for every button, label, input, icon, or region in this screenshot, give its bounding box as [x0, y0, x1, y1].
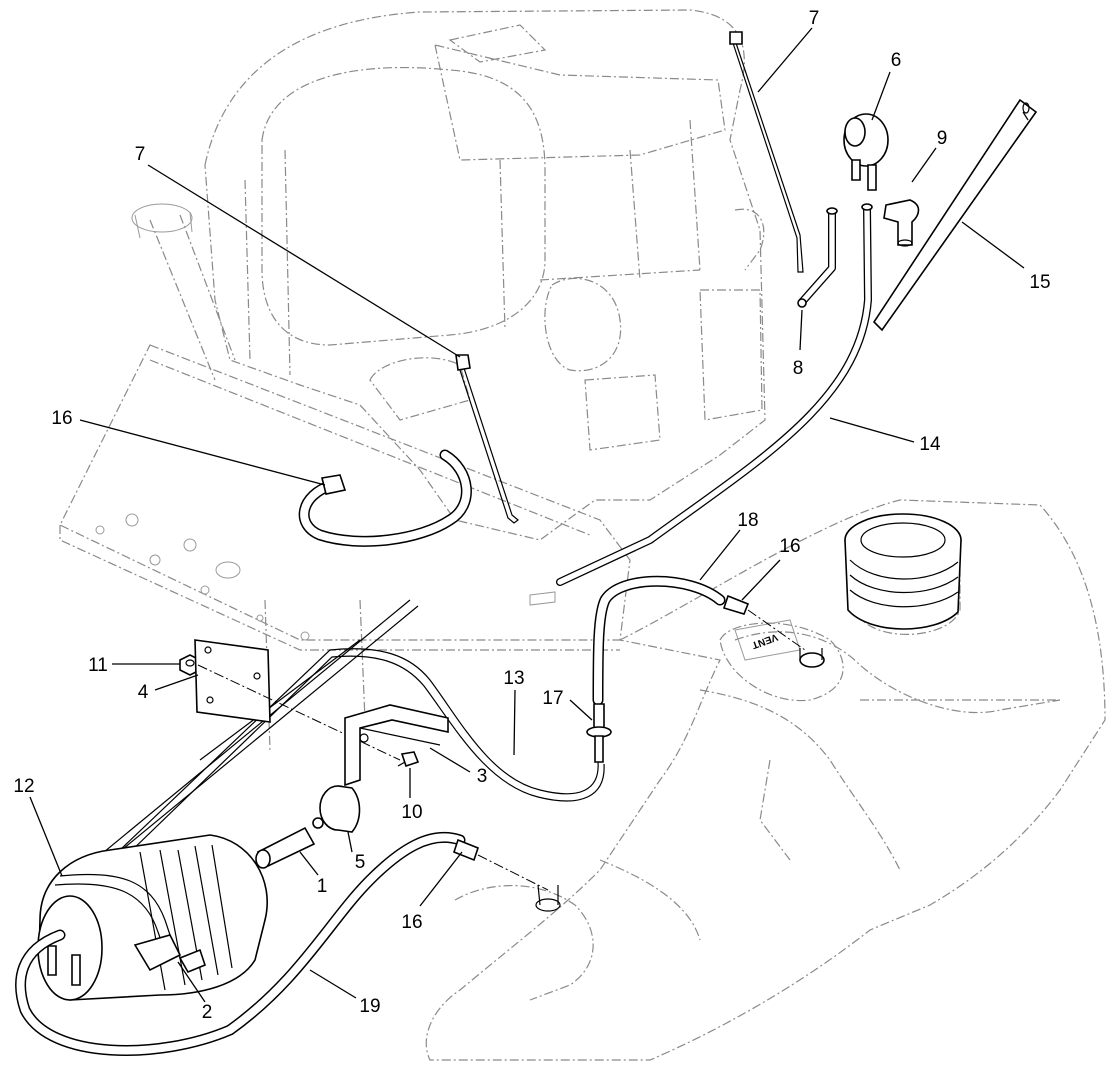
- callout-19: 19: [359, 996, 380, 1017]
- callout-16-mid: 16: [779, 536, 800, 557]
- callout-15: 15: [1029, 272, 1050, 293]
- tank-port-upper: [747, 609, 825, 668]
- charcoal-canister: [37, 834, 268, 1001]
- hose-long: [556, 203, 873, 586]
- callout-3: 3: [477, 766, 488, 787]
- callout-6: 6: [891, 50, 902, 71]
- callout-11: 11: [88, 655, 108, 676]
- engine-outline: [131, 9, 766, 751]
- callout-1: 1: [317, 876, 328, 897]
- fitting-17: [586, 703, 612, 763]
- adapter-tube: [255, 826, 316, 869]
- air-filter: [312, 785, 361, 833]
- callout-17: 17: [542, 688, 563, 709]
- callout-2: 2: [202, 1002, 213, 1023]
- callout-16-lower: 16: [401, 912, 422, 933]
- callout-9: 9: [937, 128, 948, 149]
- callout-7-lower: 7: [135, 144, 146, 165]
- bolt: [397, 751, 420, 768]
- callout-8: 8: [793, 358, 804, 379]
- hose-13: [119, 648, 605, 857]
- callout-4: 4: [138, 682, 149, 703]
- callout-13: 13: [503, 668, 524, 689]
- callout-16-upper: 16: [51, 408, 72, 429]
- hose-short: [797, 207, 838, 308]
- fuel-tank: [425, 499, 1106, 1061]
- frame-rails: [69, 599, 419, 887]
- cable-tie-upper: [729, 31, 804, 273]
- hose-18: [592, 575, 750, 706]
- frame-plate: [59, 344, 631, 651]
- leader-lines: [29, 27, 1025, 1003]
- callout-14: 14: [919, 434, 941, 455]
- assembly-line-plate: [197, 664, 401, 761]
- bracket: [344, 704, 449, 787]
- filler-neck: [844, 513, 962, 630]
- callout-18: 18: [737, 510, 758, 531]
- callout-10: 10: [401, 802, 422, 823]
- callout-5: 5: [355, 852, 366, 873]
- callout-labels: 7 6 7 9 15 8 16 14 18 16 11 4 13 17 12 3…: [13, 8, 1050, 1023]
- vent-valve: [843, 113, 889, 191]
- elbow-fitting: [883, 199, 920, 247]
- callout-7-upper: 7: [809, 8, 820, 29]
- tank-port-lower: [477, 854, 561, 912]
- hose-19: [15, 831, 479, 1056]
- cable-tie-lower: [455, 354, 519, 524]
- strap: [872, 98, 1038, 332]
- hose-engine-loop: [298, 449, 472, 547]
- callout-12: 12: [13, 776, 34, 797]
